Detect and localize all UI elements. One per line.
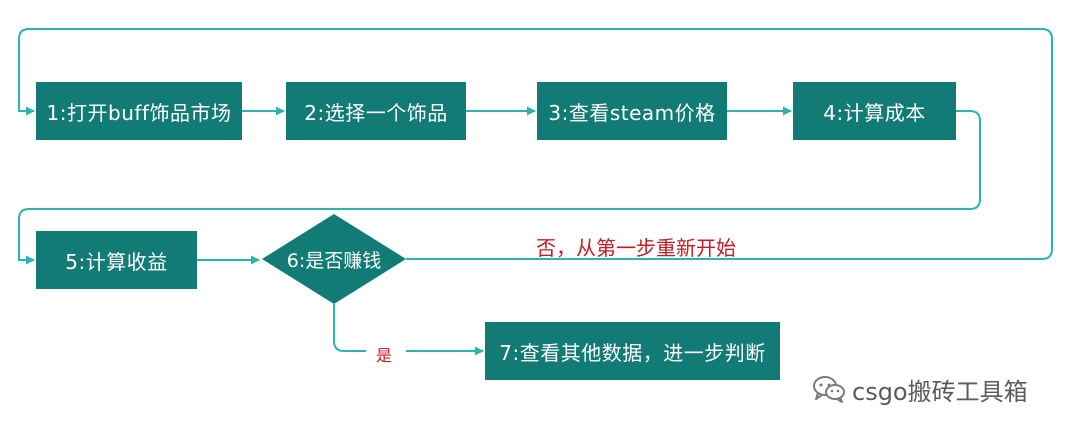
no-branch-label: 否，从第一步重新开始 xyxy=(536,236,736,260)
watermark-text: csgo搬砖工具箱 xyxy=(852,377,1028,406)
yes-branch-label: 是 xyxy=(376,346,393,365)
connector-6-7-left xyxy=(333,304,366,352)
node-step-5: 5:计算收益 xyxy=(36,231,197,289)
loop-back-connector xyxy=(18,28,1053,260)
node-step-2-label: 2:选择一个饰品 xyxy=(304,100,448,125)
watermark: csgo搬砖工具箱 xyxy=(812,372,1028,406)
node-step-3-label: 3:查看steam价格 xyxy=(548,100,716,125)
decision-label: 6:是否赚钱 xyxy=(286,249,382,272)
connector-4-5 xyxy=(18,110,981,265)
node-step-4-label: 4:计算成本 xyxy=(823,100,926,125)
node-step-2: 2:选择一个饰品 xyxy=(286,82,466,140)
node-step-3: 3:查看steam价格 xyxy=(537,82,727,140)
node-step-7: 7:查看其他数据，进一步判断 xyxy=(485,322,780,380)
node-step-5-label: 5:计算收益 xyxy=(65,249,168,274)
node-step-4: 4:计算成本 xyxy=(793,82,956,140)
node-step-7-label: 7:查看其他数据，进一步判断 xyxy=(499,340,766,365)
decision-diamond xyxy=(262,214,406,304)
node-step-1-label: 1:打开buff饰品市场 xyxy=(46,100,232,125)
wechat-icon xyxy=(812,374,846,404)
node-step-1: 1:打开buff饰品市场 xyxy=(36,82,242,140)
